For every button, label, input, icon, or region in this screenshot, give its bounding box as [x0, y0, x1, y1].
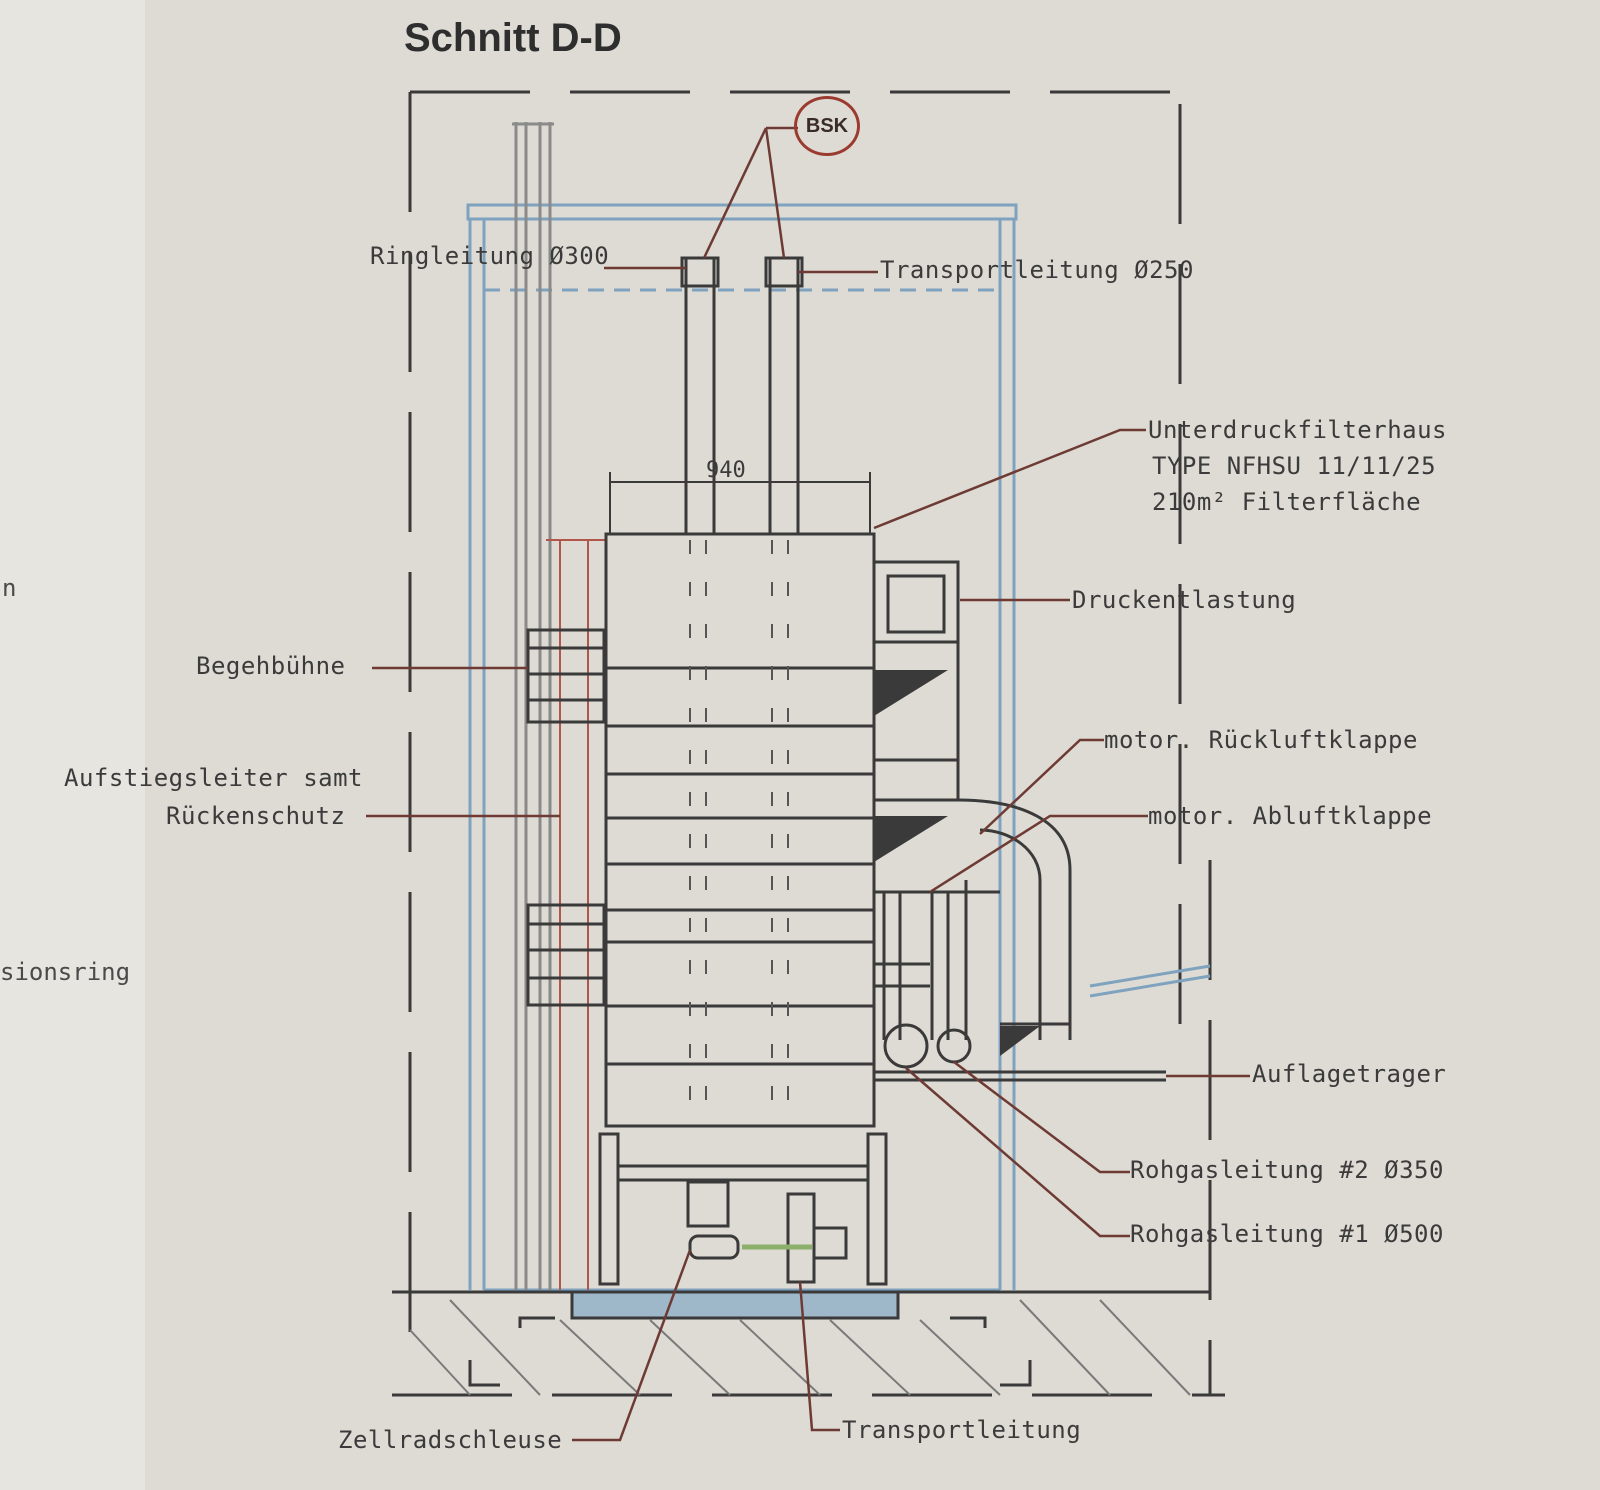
- ladder-backguard: [546, 539, 606, 1290]
- label-filterhaus-type: TYPE NFHSU 11/11/25: [1152, 452, 1437, 480]
- dimension-label: 940: [706, 458, 746, 483]
- vertical-exhaust-pipe: [512, 122, 554, 1290]
- foundation-hatching: [409, 1299, 1191, 1396]
- label-begehbuehne: Begehbühne: [196, 652, 346, 680]
- label-filterhaus-area: 210m² Filterfläche: [1152, 488, 1422, 516]
- damper-wedges: [874, 670, 1040, 1056]
- label-rohgasleitung-2: Rohgasleitung #2 Ø350: [1130, 1156, 1444, 1184]
- label-zellradschleuse: Zellradschleuse: [338, 1426, 563, 1454]
- dimension-line: [609, 472, 871, 534]
- edge-text-bottom: sionsring: [0, 958, 131, 986]
- drawing-title: Schnitt D-D: [404, 16, 622, 60]
- side-railing: [1089, 964, 1211, 998]
- leader-lines: [366, 126, 1250, 1442]
- building-frame: [466, 203, 1018, 1292]
- label-motor-abluftklappe: motor. Abluftklappe: [1148, 802, 1433, 830]
- label-rueckenschutz: Rückenschutz: [166, 802, 346, 830]
- label-auflagetrager: Auflagetrager: [1252, 1060, 1447, 1088]
- label-aufstiegsleiter: Aufstiegsleiter samt: [64, 764, 363, 792]
- label-rohgasleitung-1: Rohgasleitung #1 Ø500: [1130, 1220, 1444, 1248]
- edge-text-top: n: [2, 574, 17, 602]
- label-transportleitung-top: Transportleitung Ø250: [880, 256, 1194, 284]
- hopper-frame: [598, 1132, 888, 1286]
- filter-house: [604, 532, 876, 1128]
- platform-upper: [526, 628, 606, 724]
- label-filterhaus-name: Unterdruckfilterhaus: [1148, 416, 1447, 444]
- label-transportleitung-bottom: Transportleitung: [842, 1416, 1082, 1444]
- label-motor-rueckluftklappe: motor. Rückluftklappe: [1104, 726, 1418, 754]
- platform-lower: [526, 903, 606, 1007]
- filter-dashes: [689, 540, 789, 1120]
- label-ringleitung: Ringleitung Ø300: [370, 242, 610, 270]
- paper-left-sheet: [0, 0, 145, 1490]
- label-druckentlastung: Druckentlastung: [1072, 586, 1297, 614]
- bsk-badge: BSK: [794, 96, 860, 156]
